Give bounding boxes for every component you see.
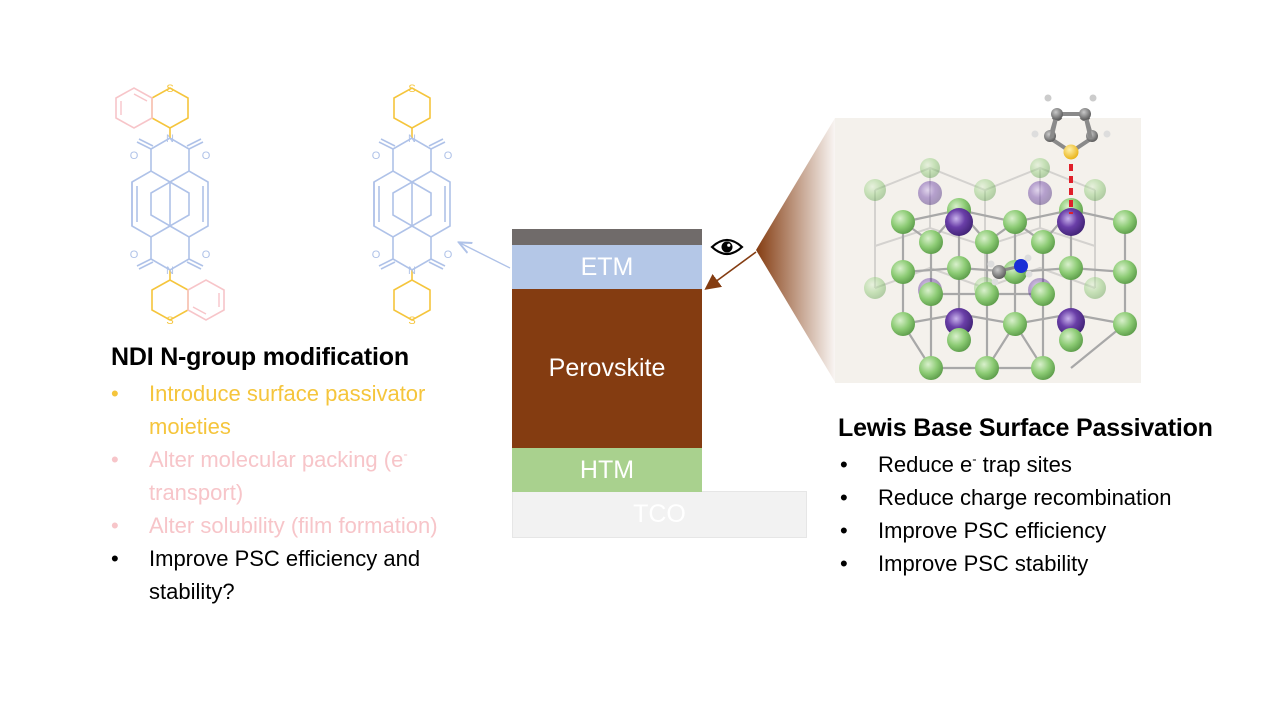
bullet-text: Reduce charge recombination xyxy=(878,485,1172,510)
ndi-molecule-benzo xyxy=(115,87,225,321)
bullet-dot: • xyxy=(111,447,119,472)
bullet-dot: • xyxy=(840,518,848,543)
atom-label: N xyxy=(408,133,416,145)
bullet-dot: • xyxy=(840,485,848,510)
list-item: • Reduce e- trap sites xyxy=(840,448,1260,481)
atom-label: O xyxy=(372,249,381,261)
arrow-lattice-to-surface xyxy=(704,251,757,290)
bullet-text-cont: stability? xyxy=(149,579,235,604)
atom-label: O xyxy=(130,249,139,261)
bullet-text: Introduce surface passivator xyxy=(149,381,426,406)
eye-icon xyxy=(710,238,744,256)
perovskite-lattice-panel xyxy=(835,118,1141,383)
ndi-molecules: S S N N O O O O S S N N O O O O xyxy=(115,83,453,327)
list-item: • Alter molecular packing (e- transport) xyxy=(111,443,511,509)
list-item: • Improve PSC stability xyxy=(840,547,1260,580)
methylammonium-molecule xyxy=(987,254,1033,286)
bullet-dot: • xyxy=(111,381,119,406)
atom-label: O xyxy=(202,249,211,261)
zoom-cone xyxy=(756,118,835,382)
atom-label: O xyxy=(202,150,211,162)
superscript: - xyxy=(972,451,977,467)
right-bullet-list: • Reduce e- trap sites • Reduce charge r… xyxy=(840,448,1260,580)
atom-label: O xyxy=(444,150,453,162)
atom-label: O xyxy=(372,150,381,162)
bullet-text-cont: moieties xyxy=(149,414,231,439)
bullet-dot: • xyxy=(111,546,119,571)
list-item: • Alter solubility (film formation) xyxy=(111,509,511,542)
list-item: • Improve PSC efficiency xyxy=(840,514,1260,547)
bullet-text: Alter solubility (film formation) xyxy=(149,513,438,538)
bullet-text: Improve PSC stability xyxy=(878,551,1089,576)
bullet-text: Improve PSC efficiency xyxy=(878,518,1107,543)
atom-label: S xyxy=(166,315,173,327)
left-heading: NDI N-group modification xyxy=(111,343,409,371)
atom-label: N xyxy=(166,265,174,277)
atom-label: N xyxy=(166,133,174,145)
bullet-text-post: trap sites xyxy=(976,452,1072,477)
left-bullet-list: • Introduce surface passivator moieties … xyxy=(111,377,511,608)
bullet-dot: • xyxy=(111,513,119,538)
atom-label: S xyxy=(408,83,415,95)
atom-label: O xyxy=(130,150,139,162)
list-item: • Improve PSC efficiency and stability? xyxy=(111,542,511,608)
bullet-text-cont: transport) xyxy=(149,480,244,505)
atom-label: S xyxy=(166,83,173,95)
thiophene-overflow xyxy=(1044,94,1097,138)
atom-label: O xyxy=(444,249,453,261)
atom-label: N xyxy=(408,265,416,277)
atom-label: S xyxy=(408,315,415,327)
list-item: • Reduce charge recombination xyxy=(840,481,1260,514)
bullet-text: Improve PSC efficiency and xyxy=(149,546,421,571)
ndi-molecule-thiane xyxy=(373,87,451,321)
bullet-dot: • xyxy=(840,452,848,477)
bullet-dot: • xyxy=(840,551,848,576)
bullet-text: Alter molecular packing (e xyxy=(149,447,404,472)
arrow-etm-to-molecule xyxy=(460,243,511,269)
right-heading: Lewis Base Surface Passivation xyxy=(838,414,1213,442)
superscript: - xyxy=(403,446,408,462)
list-item: • Introduce surface passivator moieties xyxy=(111,377,511,443)
bullet-text: Reduce e xyxy=(878,452,973,477)
